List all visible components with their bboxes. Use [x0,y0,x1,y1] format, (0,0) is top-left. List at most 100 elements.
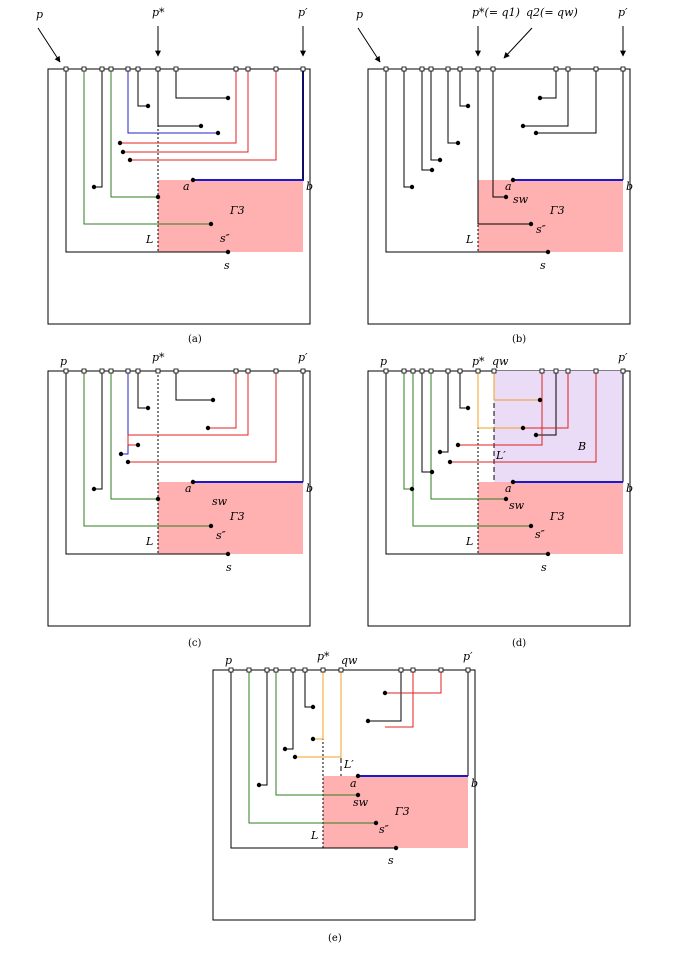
label-qw: qw [341,654,358,667]
label-b: b [626,180,633,193]
chain [440,371,449,453]
panel-frame [367,68,631,325]
node [292,754,298,760]
red-chain [123,69,249,153]
red-chain [120,69,237,144]
panel-frame [47,68,311,325]
node [117,140,123,146]
chain [421,69,432,171]
panel-e: p p* qw p′ a b L L′ sw Γ3 s″ s (e) [212,650,478,944]
chain [137,69,148,107]
label-L: L [145,535,153,548]
caption-e: (e) [328,933,342,944]
node [145,103,151,109]
orange-chain [295,670,342,758]
chain [175,371,213,401]
node [125,459,131,465]
green-chain [430,371,506,500]
label-pstar: p*(= q1) [472,6,520,19]
gamma3-region [478,180,623,252]
panel-a: p p* p′ a b L Γ3 s″ s (a) [36,6,313,345]
node [118,451,124,457]
node-sw [503,496,509,502]
label-s2: s″ [216,529,227,542]
chain [157,69,201,127]
red-chain [128,371,277,463]
label-p: p [380,355,387,368]
chain [368,670,402,722]
node-a [510,177,516,183]
chain [459,69,468,107]
label-sw: sw [509,499,525,512]
node [465,405,471,411]
label-s2: s″ [379,823,390,836]
blue-chain [121,371,129,455]
gamma3-region [158,482,303,554]
label-B: B [577,440,586,453]
label-pprime: p′ [298,351,308,364]
node [198,123,204,129]
node-a [190,479,196,485]
node [533,432,539,438]
caption-a: (a) [188,334,202,345]
label-p: p [356,8,363,21]
node [365,718,371,724]
label-pprime: p′ [463,650,473,663]
chain [492,69,506,198]
red-chain [458,371,543,446]
node-s2 [528,221,534,227]
green-chain [412,371,531,527]
label-s: s [226,561,232,574]
green-chain [248,670,376,824]
label-b: b [626,482,633,495]
label-p: p [225,654,232,667]
caption-c: (c) [188,638,202,649]
node-s [225,249,231,255]
green-chain [403,371,412,490]
green-chain [83,371,211,527]
chain [94,69,103,188]
label-s: s [224,259,230,272]
label-a: a [505,482,512,495]
ports [63,66,306,72]
node-s [545,551,551,557]
label-s: s [540,259,546,272]
chain [175,69,228,99]
green-chain [275,670,358,796]
label-gamma3: Γ3 [549,510,565,523]
red-chain [450,371,597,463]
label-b: b [306,482,313,495]
node-s2 [208,221,214,227]
arrow-q2 [503,27,533,59]
red-chain [385,670,442,694]
ports [383,368,626,374]
green-chain [110,371,158,500]
node [282,746,288,752]
label-q2: q2(= qw) [526,6,578,19]
red-chain [385,670,414,728]
node [205,425,211,431]
red-chain [130,69,277,161]
label-sw: sw [513,193,529,206]
caption-b: (b) [512,334,526,345]
node [256,782,262,788]
ports [383,66,626,72]
chain [459,371,468,409]
node-s [225,551,231,557]
node-s2 [528,523,534,529]
label-a: a [185,482,192,495]
label-gamma3: Γ3 [549,204,565,217]
label-sw: sw [353,796,369,809]
label-a: a [350,777,357,790]
node [155,194,161,200]
B-region [494,371,623,482]
chain [536,371,557,436]
label-s2: s″ [536,223,547,236]
node [537,95,543,101]
gamma3-region [323,776,468,848]
label-s: s [388,854,394,867]
label-a: a [505,180,512,193]
label-pstar: p* [152,6,165,19]
label-L: L [145,233,153,246]
ports [63,368,306,374]
